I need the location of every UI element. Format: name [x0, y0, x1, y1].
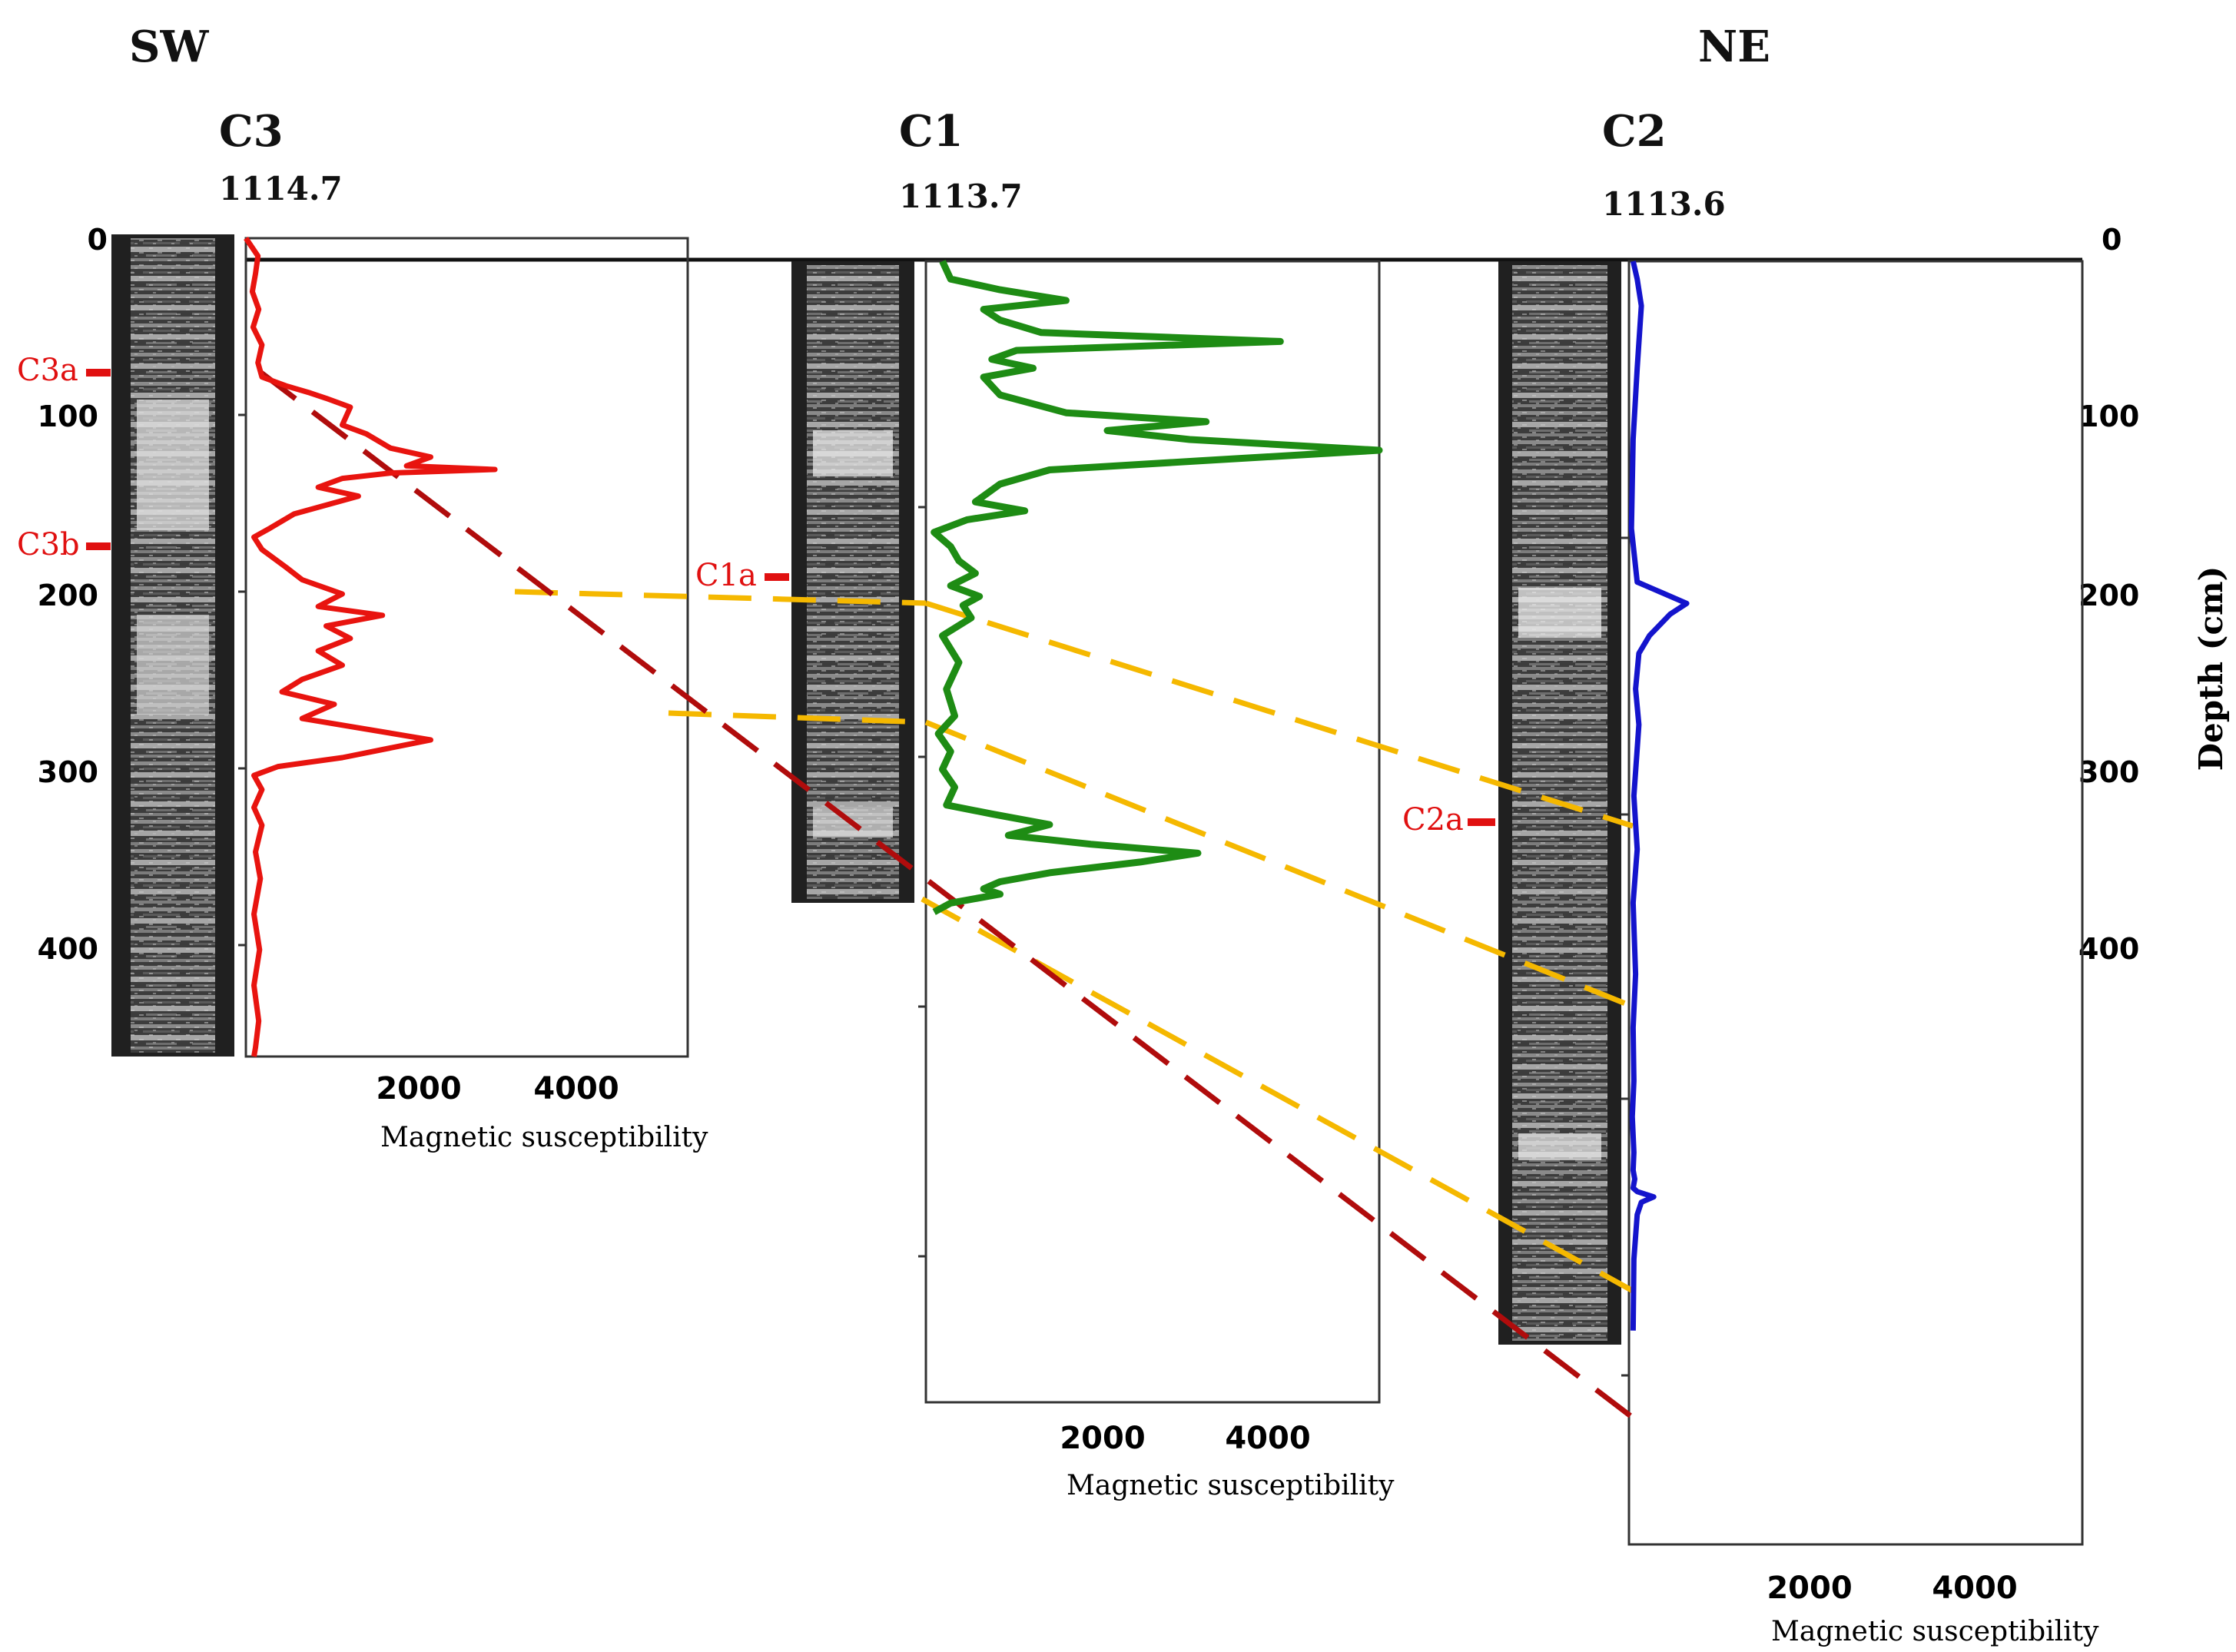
x-tick-c3-2000: 2000	[376, 1071, 461, 1106]
sample-marker-c1a: C1a	[695, 558, 789, 593]
core-title-c2: C2	[1602, 106, 1667, 157]
x-tick-c2-4000: 4000	[1932, 1571, 2017, 1606]
sample-marker-c3a: C3a	[17, 353, 111, 388]
sample-tick-c3a	[86, 369, 111, 377]
depth-tick-right-300: 300	[2078, 755, 2139, 789]
sample-label-c3b: C3b	[17, 527, 80, 562]
depth-tick-right-0: 0	[2102, 223, 2122, 257]
depth-tick-right-200: 200	[2078, 579, 2139, 612]
direction-label-sw: SW	[129, 22, 209, 72]
sample-tick-c3b	[86, 542, 111, 550]
core-elevation-c1: 1113.7	[899, 177, 1023, 215]
direction-label-ne: NE	[1698, 22, 1770, 72]
sample-marker-c2a: C2a	[1402, 802, 1495, 838]
correlation-lines	[259, 370, 1635, 1420]
sample-tick-c2a	[1468, 818, 1495, 826]
x-axis-title-c1: Magnetic susceptibility	[1067, 1470, 1395, 1501]
core-elevation-c2: 1113.6	[1602, 185, 1726, 223]
depth-tick-left-400: 400	[38, 932, 98, 966]
core-title-c3: C3	[219, 106, 284, 157]
plot-frame-c2	[1621, 260, 2084, 1546]
x-tick-c1-4000: 4000	[1225, 1421, 1310, 1456]
core-image-c3	[111, 234, 234, 1057]
depth-tick-left-200: 200	[38, 579, 98, 612]
correlation-line-red	[259, 370, 1635, 1420]
depth-tick-left-0: 0	[88, 223, 108, 257]
core-elevation-c3: 1114.7	[219, 170, 343, 207]
sample-label-c3a: C3a	[17, 353, 78, 388]
susceptibility-curve-c3	[244, 237, 498, 1057]
depth-tick-right-400: 400	[2078, 932, 2139, 966]
correlation-line-yellow-1	[514, 589, 927, 606]
depth-tick-left-100: 100	[38, 400, 98, 433]
x-tick-c2-2000: 2000	[1767, 1571, 1852, 1606]
sample-marker-c3b: C3b	[17, 527, 111, 562]
sample-label-c2a: C2a	[1402, 802, 1464, 838]
correlation-line-yellow-2	[924, 600, 1634, 829]
depth-tick-left-300: 300	[38, 755, 98, 789]
core-image-c1	[791, 261, 914, 903]
plot-frame-c3	[238, 237, 689, 1058]
x-axis-title-c2: Magnetic susceptibility	[1771, 1616, 2099, 1647]
plot-frame-c1	[918, 260, 1381, 1404]
depth-axis-title: Depth (cm)	[2192, 566, 2230, 771]
sample-tick-c1a	[765, 573, 789, 581]
correlation-line-yellow-3	[668, 710, 927, 725]
core-title-c1: C1	[899, 106, 964, 157]
susceptibility-curve-c2	[1628, 260, 1690, 1331]
susceptibility-curve-c1	[931, 260, 1383, 915]
depth-axis-left: 0 100 200 300 400	[38, 223, 108, 966]
x-tick-c1-2000: 2000	[1060, 1421, 1145, 1456]
x-axis-title-c3: Magnetic susceptibility	[380, 1122, 708, 1153]
sample-label-c1a: C1a	[695, 558, 757, 593]
depth-axis-right: 0 100 200 300 400 Depth (cm)	[2078, 223, 2230, 966]
depth-tick-right-100: 100	[2078, 400, 2139, 433]
x-tick-c3-4000: 4000	[533, 1071, 619, 1106]
